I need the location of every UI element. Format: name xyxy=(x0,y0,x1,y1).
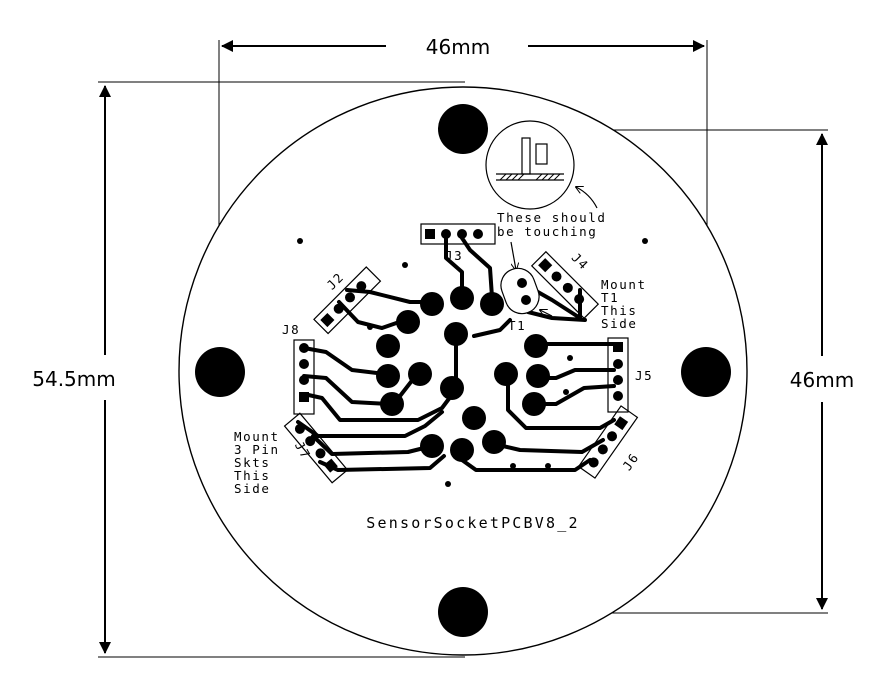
note-touching: These should be touching xyxy=(497,210,607,270)
note-touching-line1: These should xyxy=(497,210,607,225)
connector-j4 xyxy=(530,250,600,320)
note-mount-sockets-line4: This xyxy=(234,468,271,483)
top-width-label: 46mm xyxy=(426,35,490,59)
note-mount-sockets-line2: 3 Pin xyxy=(234,442,280,457)
dimension-top: 46mm xyxy=(218,35,708,330)
board-outline xyxy=(178,86,748,656)
note-mount-sockets-line5: Side xyxy=(234,481,271,496)
mounting-holes xyxy=(195,104,731,637)
right-height-label: 46mm xyxy=(790,368,854,392)
label-t1: T1 xyxy=(508,318,526,333)
note-mount-t1-line3: This xyxy=(601,303,638,318)
connector-j3: J3 xyxy=(420,223,496,263)
dimension-left: 54.5mm xyxy=(32,81,465,658)
connector-j7 xyxy=(283,412,349,484)
detail-inset xyxy=(485,120,598,210)
note-mount-t1-line2: T1 xyxy=(601,290,619,305)
connector-j8: J8 xyxy=(282,322,315,415)
label-j5: J5 xyxy=(635,368,653,383)
dimension-right: 46mm xyxy=(463,129,854,614)
connector-j2 xyxy=(313,266,382,335)
connector-j6 xyxy=(577,405,639,479)
left-height-label: 54.5mm xyxy=(32,367,116,391)
connector-j5: J5 xyxy=(607,337,653,413)
mounting-hole-right xyxy=(681,347,731,397)
note-touching-line2: be touching xyxy=(497,224,597,239)
note-mount-t1-line4: Side xyxy=(601,316,638,331)
note-mount-t1: Mount T1 This Side xyxy=(601,277,647,331)
pads xyxy=(376,286,550,462)
mounting-hole-left xyxy=(195,347,245,397)
note-mount-sockets-line3: Skts xyxy=(234,455,271,470)
label-j3: J3 xyxy=(445,248,463,263)
label-j8: J8 xyxy=(282,322,300,337)
note-mount-sockets: Mount 3 Pin Skts This Side xyxy=(234,429,280,496)
board-title: SensorSocketPCBV8_2 xyxy=(366,514,579,532)
mounting-hole-bottom xyxy=(438,587,488,637)
component-t1: T1 xyxy=(500,267,553,333)
mounting-hole-top xyxy=(438,104,488,154)
note-mount-sockets-line1: Mount xyxy=(234,429,280,444)
note-mount-t1-line1: Mount xyxy=(601,277,647,292)
